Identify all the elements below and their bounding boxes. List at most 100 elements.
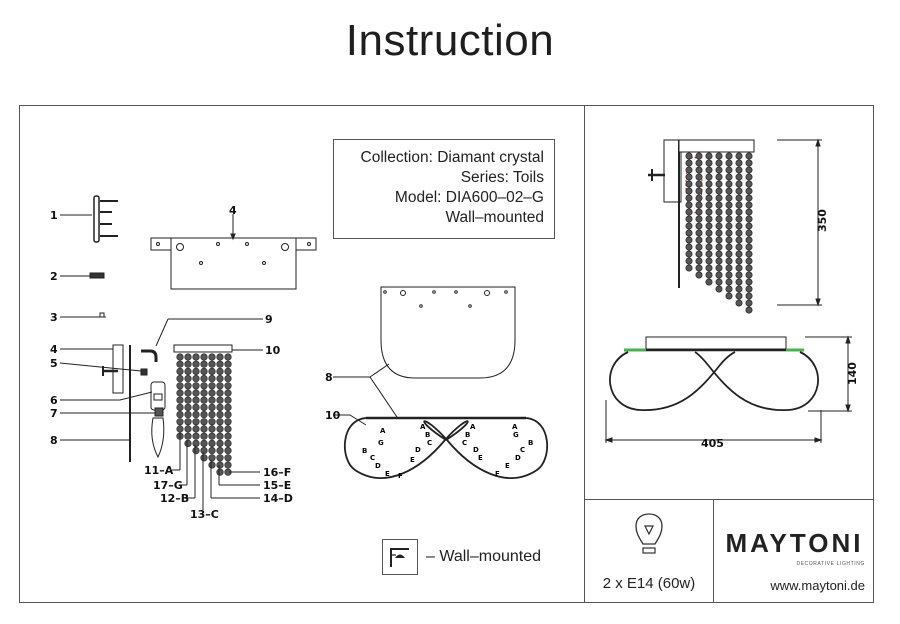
strand-letter: D bbox=[473, 446, 479, 454]
strand-letter: A bbox=[512, 423, 518, 431]
part-3-pin bbox=[60, 312, 106, 318]
crystal-bead bbox=[224, 418, 232, 426]
crystal-bead bbox=[735, 166, 743, 174]
crystal-bead bbox=[715, 166, 723, 174]
crystal-bead bbox=[192, 411, 200, 419]
crystal-bead bbox=[176, 360, 184, 368]
crystal-bead bbox=[208, 375, 216, 383]
crystal-bead bbox=[745, 299, 753, 307]
strand-letter: C bbox=[370, 454, 375, 462]
crystal-bead bbox=[184, 382, 192, 390]
crystal-bead bbox=[745, 201, 753, 209]
crystal-bead bbox=[695, 250, 703, 258]
crystal-bead bbox=[735, 257, 743, 265]
crystal-bead bbox=[208, 454, 216, 462]
crystal-bead bbox=[695, 208, 703, 216]
crystal-bead bbox=[705, 208, 713, 216]
crystal-bead bbox=[685, 257, 693, 265]
crystal-bead bbox=[216, 375, 224, 383]
strand-letter: E bbox=[385, 470, 390, 478]
crystal-bead bbox=[685, 180, 693, 188]
strand-label-16-f: 16–F bbox=[263, 466, 291, 479]
mounting-legend: – Wall–mounted bbox=[382, 539, 542, 575]
crystal-bead bbox=[685, 236, 693, 244]
crystal-bead bbox=[224, 396, 232, 404]
crystal-bead bbox=[200, 425, 208, 433]
brand-tagline: DECORATIVE LIGHTING bbox=[796, 561, 865, 567]
strand-letter: B bbox=[425, 431, 430, 439]
crystal-bead bbox=[715, 222, 723, 230]
crystal-bead bbox=[695, 201, 703, 209]
crystal-bead bbox=[695, 180, 703, 188]
crystal-bead bbox=[725, 229, 733, 237]
legend-text: – Wall–mounted bbox=[426, 548, 542, 565]
crystal-bead bbox=[725, 215, 733, 223]
dimension-width-label: 405 bbox=[701, 437, 724, 450]
crystal-bead bbox=[725, 222, 733, 230]
crystal-bead bbox=[695, 229, 703, 237]
crystal-bead bbox=[715, 243, 723, 251]
crystal-bead bbox=[192, 403, 200, 412]
crystal-bead bbox=[735, 173, 743, 181]
crystal-bead bbox=[725, 173, 733, 181]
crystal-bead bbox=[685, 159, 693, 167]
brand-url[interactable]: www.maytoni.de bbox=[770, 578, 865, 593]
crystal-bead bbox=[735, 215, 743, 223]
crystal-bead bbox=[224, 367, 232, 376]
side-assembly bbox=[59, 318, 263, 462]
instruction-frame bbox=[19, 105, 874, 603]
crystal-strands bbox=[173, 344, 263, 353]
crystal-bead bbox=[735, 285, 743, 293]
crystal-bead bbox=[725, 257, 733, 265]
crystal-bead bbox=[705, 152, 713, 160]
strand-label-11-a: 11–A bbox=[144, 464, 174, 477]
crystal-bead bbox=[176, 367, 184, 376]
crystal-bead bbox=[216, 367, 224, 376]
crystal-bead bbox=[184, 375, 192, 383]
crystal-bead bbox=[735, 222, 743, 230]
crystal-bead bbox=[192, 418, 200, 426]
crystal-bead bbox=[216, 403, 224, 412]
crystal-bead bbox=[200, 447, 208, 455]
crystal-bead bbox=[224, 353, 232, 361]
strand-letter: E bbox=[410, 456, 415, 464]
crystal-bead bbox=[200, 396, 208, 404]
top-view-plate bbox=[333, 286, 516, 418]
mounting-text: Wall–mounted bbox=[445, 209, 544, 226]
crystal-bead bbox=[208, 367, 216, 376]
crystal-bead bbox=[184, 396, 192, 404]
crystal-bead bbox=[192, 360, 200, 368]
top-view-frame bbox=[333, 414, 548, 479]
crystal-bead bbox=[208, 353, 216, 361]
strand-letter: A bbox=[380, 427, 386, 435]
crystal-bead bbox=[208, 396, 216, 404]
crystal-bead bbox=[176, 411, 184, 419]
crystal-bead bbox=[705, 173, 713, 181]
crystal-bead bbox=[200, 389, 208, 397]
crystal-bead bbox=[695, 271, 703, 279]
crystal-bead bbox=[200, 454, 208, 462]
crystal-bead bbox=[715, 208, 723, 216]
crystal-bead bbox=[216, 468, 224, 476]
crystal-bead bbox=[176, 425, 184, 433]
strand-letter: D bbox=[375, 462, 381, 470]
crystal-bead bbox=[725, 166, 733, 174]
crystal-bead bbox=[745, 159, 753, 167]
dimension-height-label: 350 bbox=[816, 209, 829, 232]
crystal-bead bbox=[705, 187, 713, 195]
crystal-bead bbox=[725, 264, 733, 272]
crystal-bead bbox=[176, 403, 184, 412]
crystal-bead bbox=[745, 215, 753, 223]
crystal-bead bbox=[695, 159, 703, 167]
crystal-bead bbox=[224, 454, 232, 462]
dimension-140 bbox=[805, 335, 852, 413]
light-bulb-icon bbox=[635, 513, 663, 554]
crystal-bead bbox=[216, 411, 224, 419]
brand-logo: MAYTONI bbox=[725, 528, 864, 558]
crystal-bead bbox=[224, 382, 232, 390]
crystal-bead bbox=[715, 264, 723, 272]
crystal-bead bbox=[184, 353, 192, 361]
crystal-bead bbox=[224, 461, 232, 469]
crystal-bead bbox=[685, 222, 693, 230]
